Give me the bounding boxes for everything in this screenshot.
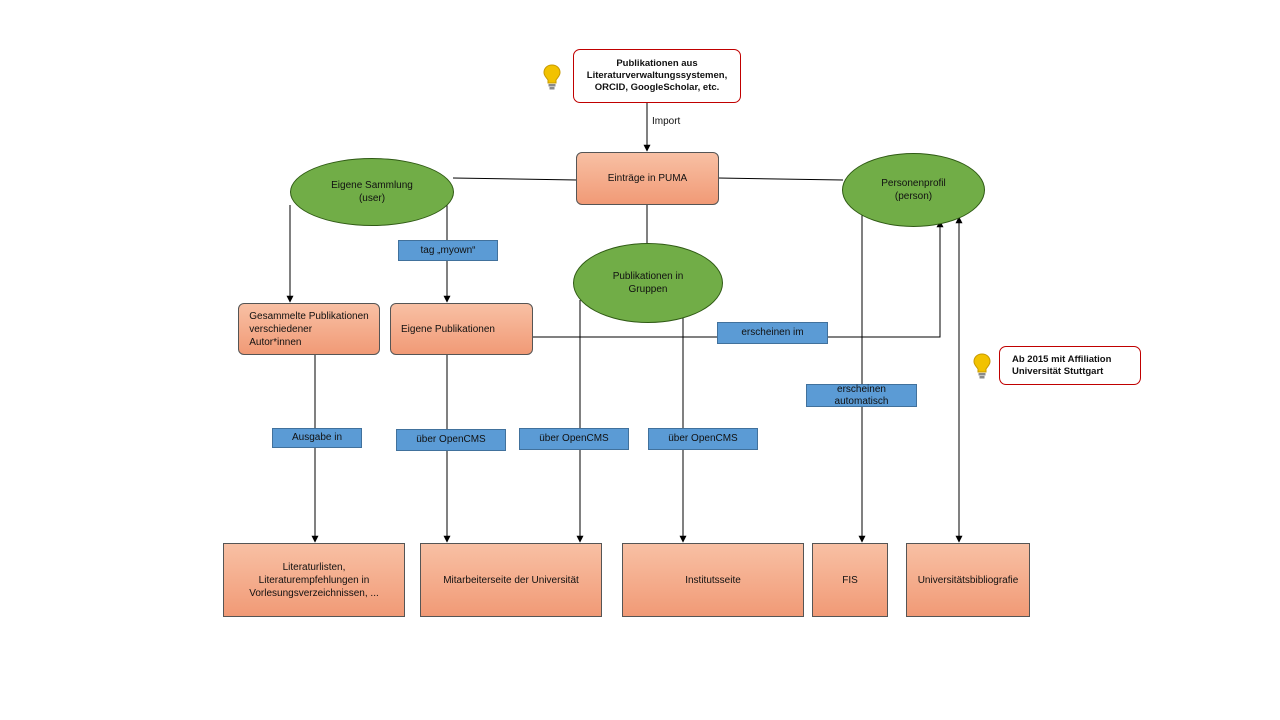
lightbulb-icon <box>543 64 561 90</box>
own-collection-node: Eigene Sammlung (user) <box>290 158 454 226</box>
own-publications-node: Eigene Publikationen <box>390 303 533 355</box>
institute-page-node: Institutsseite <box>622 543 804 617</box>
university-bibliography-node: Universitätsbibliografie <box>906 543 1030 617</box>
tag-myown-label: tag „myown“ <box>398 240 498 261</box>
import-label: Import <box>652 116 681 127</box>
literature-lists-node: Literaturlisten, Literaturempfehlungen i… <box>223 543 405 617</box>
edge-own-person <box>532 220 944 338</box>
appear-automatically-label: erscheinen automatisch <box>806 384 917 407</box>
via-opencms-label: über OpenCMS <box>396 429 506 451</box>
person-profile-node: Personenprofil (person) <box>842 153 985 227</box>
edge-puma-person <box>717 177 844 181</box>
puma-entries-node: Einträge in PUMA <box>576 152 719 205</box>
via-opencms-label: über OpenCMS <box>519 428 629 450</box>
lightbulb-icon <box>973 353 991 379</box>
staff-page-node: Mitarbeiterseite der Universität <box>420 543 602 617</box>
fis-node: FIS <box>812 543 888 617</box>
affiliation-note-callout: Ab 2015 mit Affiliation Universität Stut… <box>999 346 1141 385</box>
import-source-callout: Publikationen aus Literaturverwaltungssy… <box>573 49 741 103</box>
via-opencms-label: über OpenCMS <box>648 428 758 450</box>
edge-puma-collection <box>452 177 578 181</box>
output-in-label: Ausgabe in <box>272 428 362 448</box>
collected-publications-node: Gesammelte Publikationen verschiedener A… <box>238 303 380 355</box>
appear-in-label: erscheinen im <box>717 322 828 344</box>
groups-node: Publikationen in Gruppen <box>573 243 723 323</box>
